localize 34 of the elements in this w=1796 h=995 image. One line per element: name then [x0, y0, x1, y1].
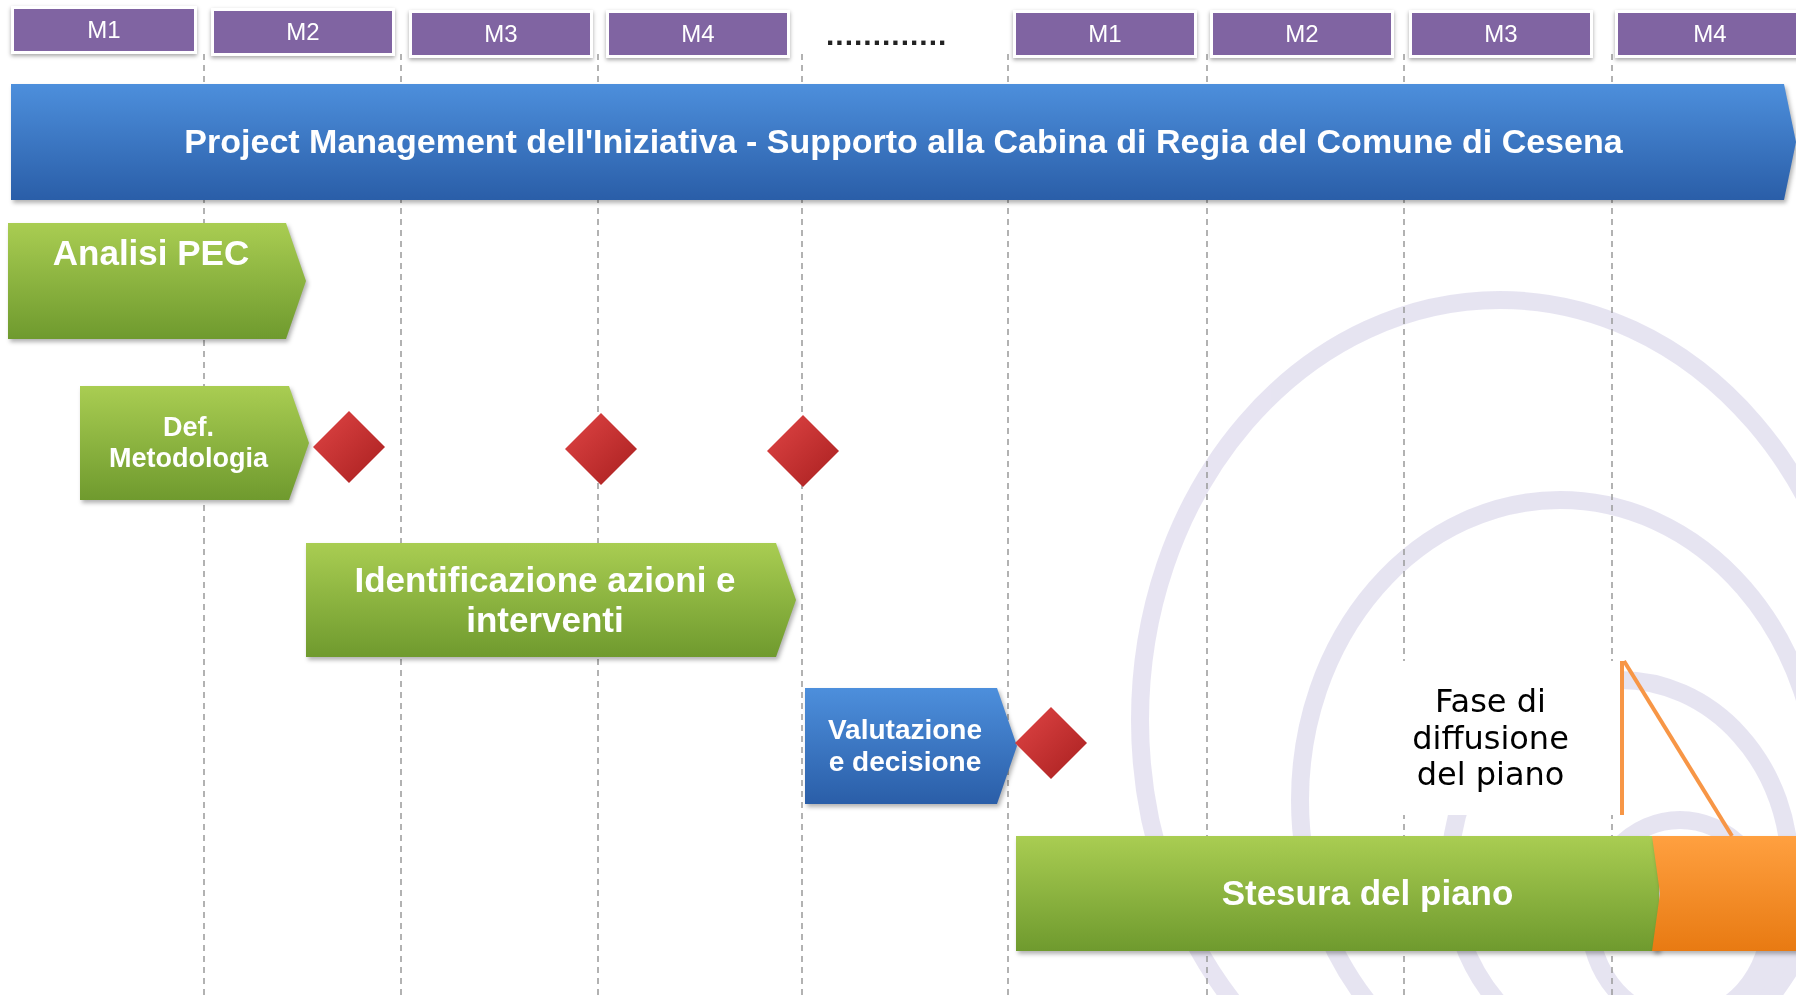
month-header [1615, 10, 1796, 58]
phase-label: Analisi PEC [51, 233, 251, 274]
ellipsis-text: ............. [826, 18, 948, 52]
milestone-diamond [767, 415, 839, 487]
month-header [1210, 10, 1394, 58]
phase-label: Def. Metodologia [108, 411, 270, 475]
leader-line [1622, 659, 1734, 838]
task-bar [8, 223, 306, 339]
month-label: M4 [681, 20, 715, 48]
task-bar [306, 543, 796, 657]
month-label: M4 [1693, 20, 1727, 48]
milestone-diamond [1015, 707, 1087, 779]
month-label: M3 [484, 20, 518, 48]
month-header [606, 10, 790, 58]
month-header [1409, 10, 1593, 58]
month-header [1013, 10, 1197, 58]
month-label: M2 [1285, 20, 1319, 48]
phase-label: Stesura del piano [1221, 873, 1514, 914]
month-header [11, 6, 197, 54]
month-label: M3 [1484, 20, 1518, 48]
milestone-diamond [313, 411, 385, 483]
phase-label: Valutazione e decisione [826, 713, 983, 779]
month-header [409, 10, 593, 58]
phase-segment [1652, 836, 1796, 951]
month-label: M1 [87, 16, 121, 44]
month-label: M2 [286, 18, 320, 46]
milestone-diamond [565, 413, 637, 485]
month-label: M1 [1088, 20, 1122, 48]
callout-text: Fase di diffusione del piano [1411, 682, 1570, 794]
task-bar [80, 386, 309, 500]
project-banner [11, 84, 1796, 200]
month-header [211, 8, 395, 56]
phase-label: Identificazione azioni e interventi [353, 559, 737, 641]
phase-label: Project Management dell'Iniziativa - Supporto alla Cabina di Regia del Comune di Cesena [184, 122, 1623, 162]
